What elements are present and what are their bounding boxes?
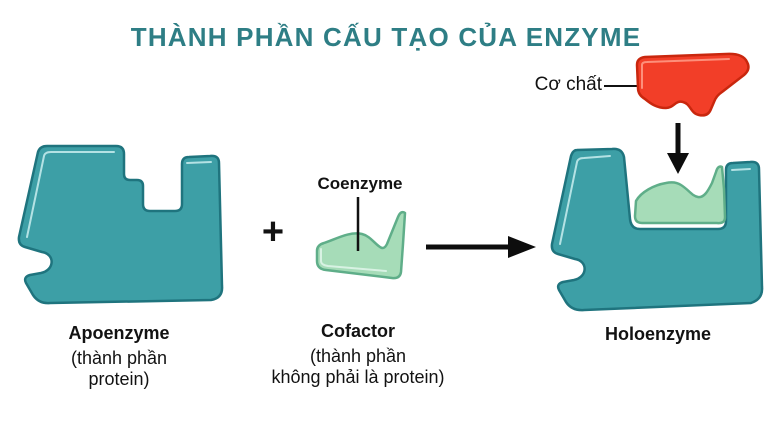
cofactor-caption: Cofactor (thành phần không phải là prote…	[242, 321, 474, 388]
holoenzyme-body	[550, 147, 764, 312]
apoenzyme-shape	[17, 144, 224, 305]
apoenzyme-desc-line2: protein)	[88, 369, 150, 389]
apoenzyme-caption: Apoenzyme (thành phần protein)	[25, 323, 213, 390]
cofactor-shape	[315, 210, 407, 280]
cofactor-body	[315, 210, 407, 280]
cofactor-desc-line1: (thành phần	[309, 346, 407, 366]
arrow-head	[667, 153, 689, 174]
arrow-head	[508, 236, 536, 258]
cofactor-highlight	[320, 248, 387, 272]
holoenzyme-caption: Holoenzyme	[558, 324, 758, 349]
substrate-shape	[635, 52, 750, 117]
apoenzyme-desc-line1: (thành phần	[70, 348, 168, 368]
holoenzyme-highlight	[559, 155, 751, 245]
substrate-highlight	[641, 58, 730, 89]
plus-sign: +	[261, 211, 285, 253]
bound-coenzyme-shape	[633, 165, 727, 225]
arrow-right-icon	[426, 236, 536, 258]
holoenzyme-shape	[550, 147, 764, 312]
holoenzyme-name: Holoenzyme	[604, 324, 712, 344]
page-title: THÀNH PHẦN CẤU TẠO CỦA ENZYME	[130, 22, 642, 52]
coenzyme-pointer-line	[356, 197, 360, 251]
substrate-body	[635, 52, 750, 117]
cofactor-name: Cofactor	[320, 321, 395, 341]
substrate-label: Cơ chất	[534, 74, 602, 95]
apoenzyme-body	[17, 144, 224, 305]
cofactor-desc-line2: không phải là protein)	[271, 367, 445, 387]
apoenzyme-name: Apoenzyme	[68, 323, 170, 343]
apoenzyme-highlight	[26, 151, 212, 238]
arrow-down-icon	[667, 123, 689, 174]
coenzyme-label: Coenzyme	[317, 174, 403, 193]
